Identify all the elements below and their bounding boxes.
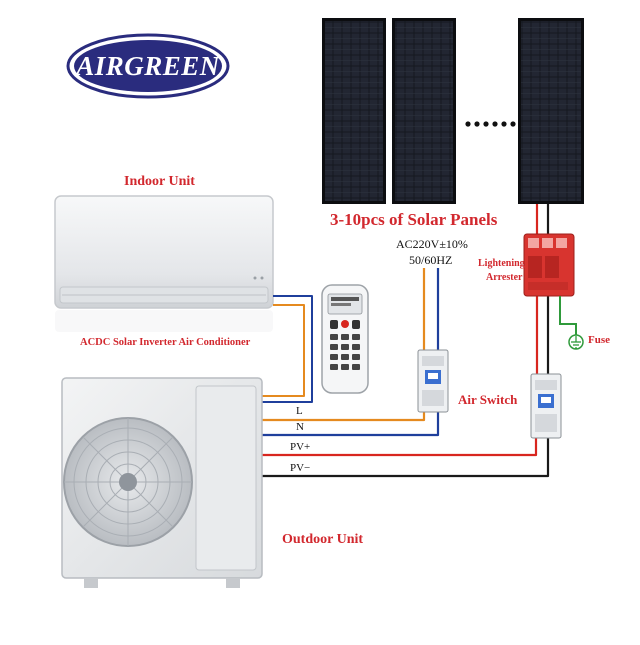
- wire-label-n: N: [296, 421, 304, 433]
- solar-panel-3: [518, 18, 584, 204]
- lightening-label-line2: Arrester: [486, 272, 523, 283]
- fan-icon: [63, 417, 193, 547]
- indoor-unit: [54, 195, 274, 332]
- remote-control-icon: [321, 284, 369, 394]
- wire-label-pv-plus: PV+: [290, 441, 311, 453]
- ground-icon: [568, 334, 584, 350]
- wire-label-l: L: [296, 405, 303, 417]
- ac-voltage-label: AC220V±10%: [396, 237, 468, 251]
- airgreen-logo: [66, 33, 230, 99]
- panel-output-wires: [535, 204, 550, 236]
- product-name-label: ACDC Solar Inverter Air Conditioner: [80, 337, 251, 348]
- lightening-label-line1: Lightening: [478, 258, 525, 269]
- fuse-label: Fuse: [588, 334, 610, 346]
- indoor-unit-label: Indoor Unit: [124, 174, 195, 189]
- surge-arrester-icon: [523, 233, 575, 297]
- air-switch-icon: [530, 373, 562, 439]
- outdoor-unit-label: Outdoor Unit: [282, 532, 364, 547]
- air-switch-icon: [417, 349, 449, 413]
- frequency-label: 50/60HZ: [409, 253, 453, 267]
- solar-panels-label: 3-10pcs of Solar Panels: [330, 210, 498, 229]
- solar-panel-1: [322, 18, 386, 204]
- logo-text: AIRGREEN: [76, 50, 220, 81]
- more-panels-ellipsis: [465, 121, 516, 127]
- air-switch-label: Air Switch: [458, 392, 518, 407]
- indoor-outdoor-wiring: [262, 295, 313, 403]
- solar-panel-2: [392, 18, 456, 204]
- fuse-ground-wire: [559, 296, 577, 336]
- wire-label-pv-minus: PV−: [290, 462, 311, 474]
- ac-input-wires: [422, 268, 440, 352]
- arrester-switch-wires: [535, 296, 550, 375]
